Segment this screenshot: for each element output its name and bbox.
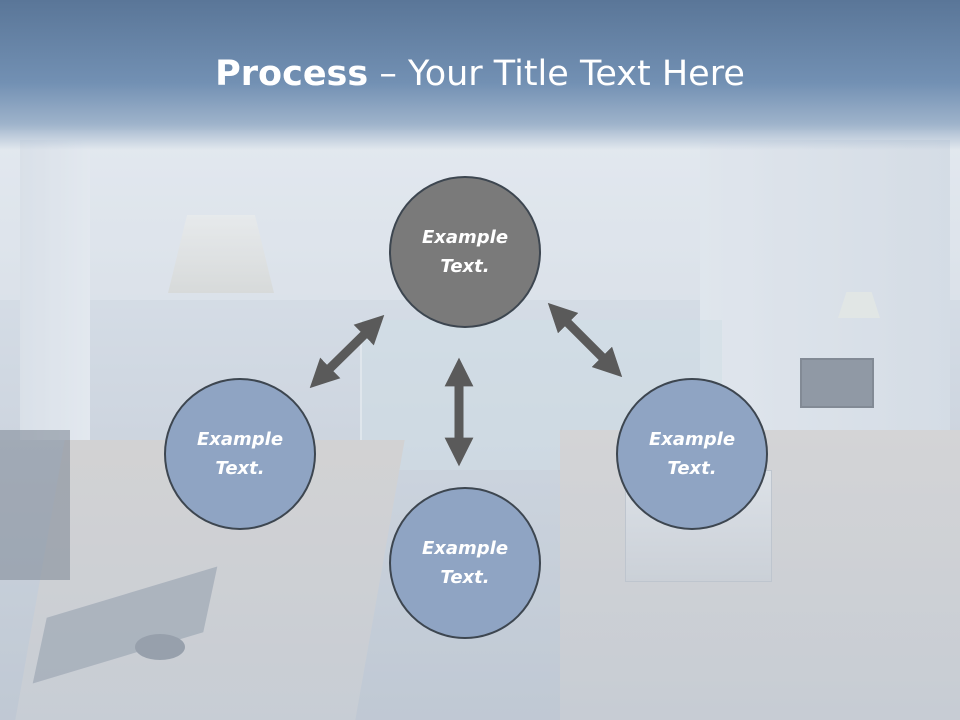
lamp-shade <box>168 215 274 293</box>
double-arrow-right <box>547 302 623 378</box>
double-arrow-left <box>309 314 385 389</box>
left-pillar <box>20 140 90 440</box>
title-bar <box>0 0 960 150</box>
process-node-top[interactable]: Example Text. <box>389 176 541 328</box>
title-rest-part: – Your Title Text Here <box>368 54 745 94</box>
node-bottom-text: Example Text. <box>421 538 509 588</box>
lamp-shade-small <box>838 292 880 318</box>
node-right-text: Example Text. <box>648 429 736 479</box>
title-bold-part: Process <box>215 54 369 94</box>
slide-title[interactable]: Process – Your Title Text Here <box>0 52 960 96</box>
process-node-right[interactable]: Example Text. <box>616 378 768 530</box>
process-node-bottom[interactable]: Example Text. <box>389 487 541 639</box>
monitor <box>800 358 874 408</box>
node-left-text: Example Text. <box>196 429 284 479</box>
mouse <box>135 634 185 660</box>
node-top-text: Example Text. <box>421 227 509 277</box>
left-monitor <box>0 430 70 580</box>
process-node-left[interactable]: Example Text. <box>164 378 316 530</box>
